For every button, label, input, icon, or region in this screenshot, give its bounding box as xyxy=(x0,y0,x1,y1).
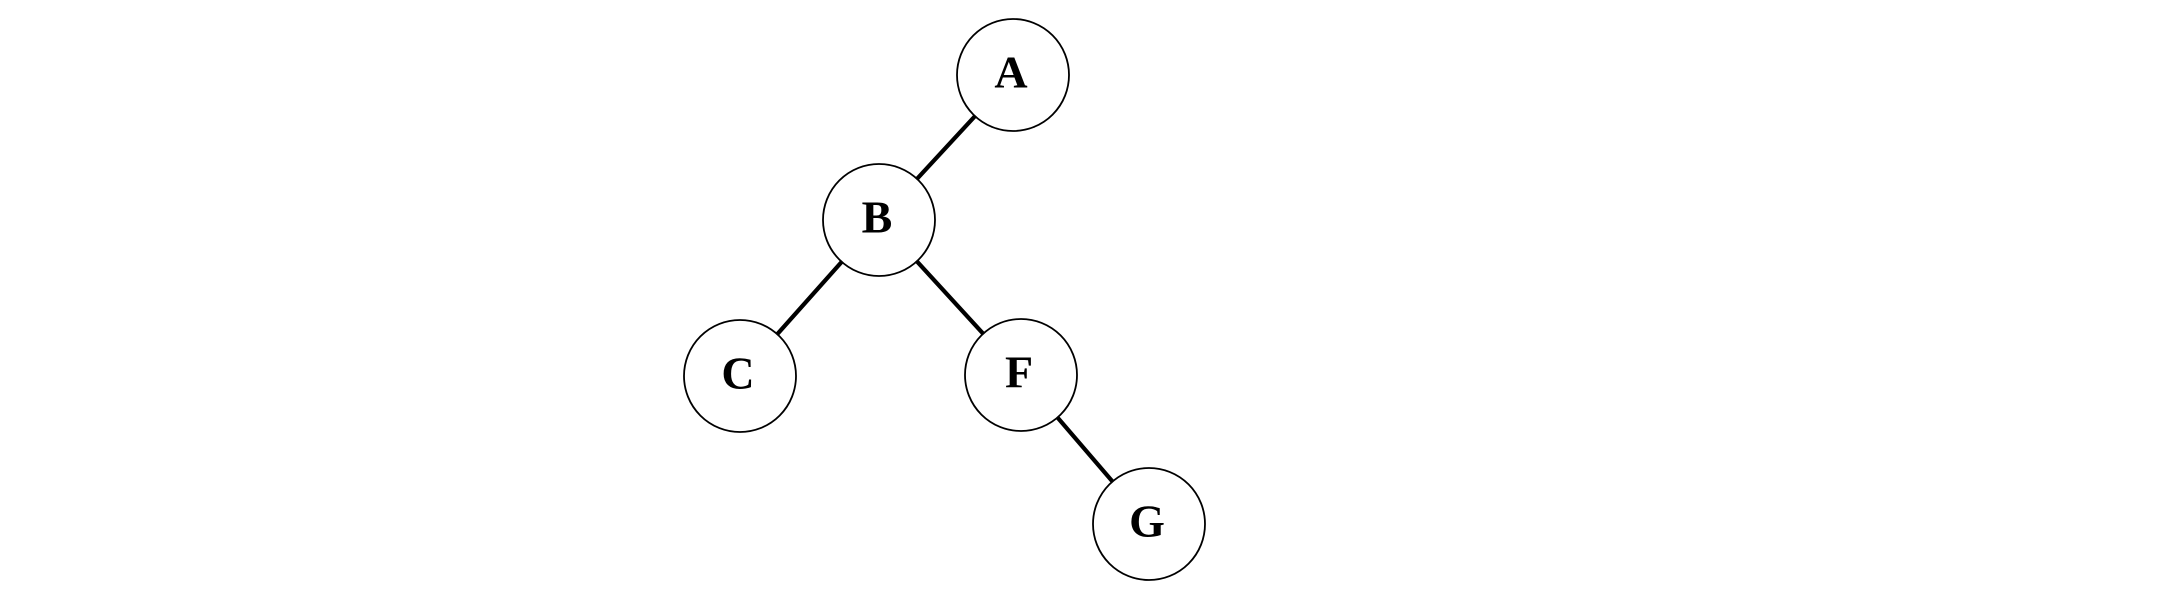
node-circle-F xyxy=(964,318,1078,432)
node-circle-B xyxy=(822,163,936,277)
node-label-G: G xyxy=(1129,496,1165,547)
node-label-A: A xyxy=(994,47,1027,98)
node-B: B xyxy=(822,163,936,277)
node-A: A xyxy=(956,18,1070,132)
node-circle-G xyxy=(1092,467,1206,581)
node-F: F xyxy=(964,318,1078,432)
node-circle-A xyxy=(956,18,1070,132)
edge-layer xyxy=(737,72,1152,527)
node-layer: A B C F G xyxy=(683,18,1206,581)
node-label-C: C xyxy=(721,348,754,399)
node-circle-C xyxy=(683,319,797,433)
node-label-B: B xyxy=(862,192,893,243)
node-C: C xyxy=(683,319,797,433)
node-G: G xyxy=(1092,467,1206,581)
node-label-F: F xyxy=(1005,347,1033,398)
